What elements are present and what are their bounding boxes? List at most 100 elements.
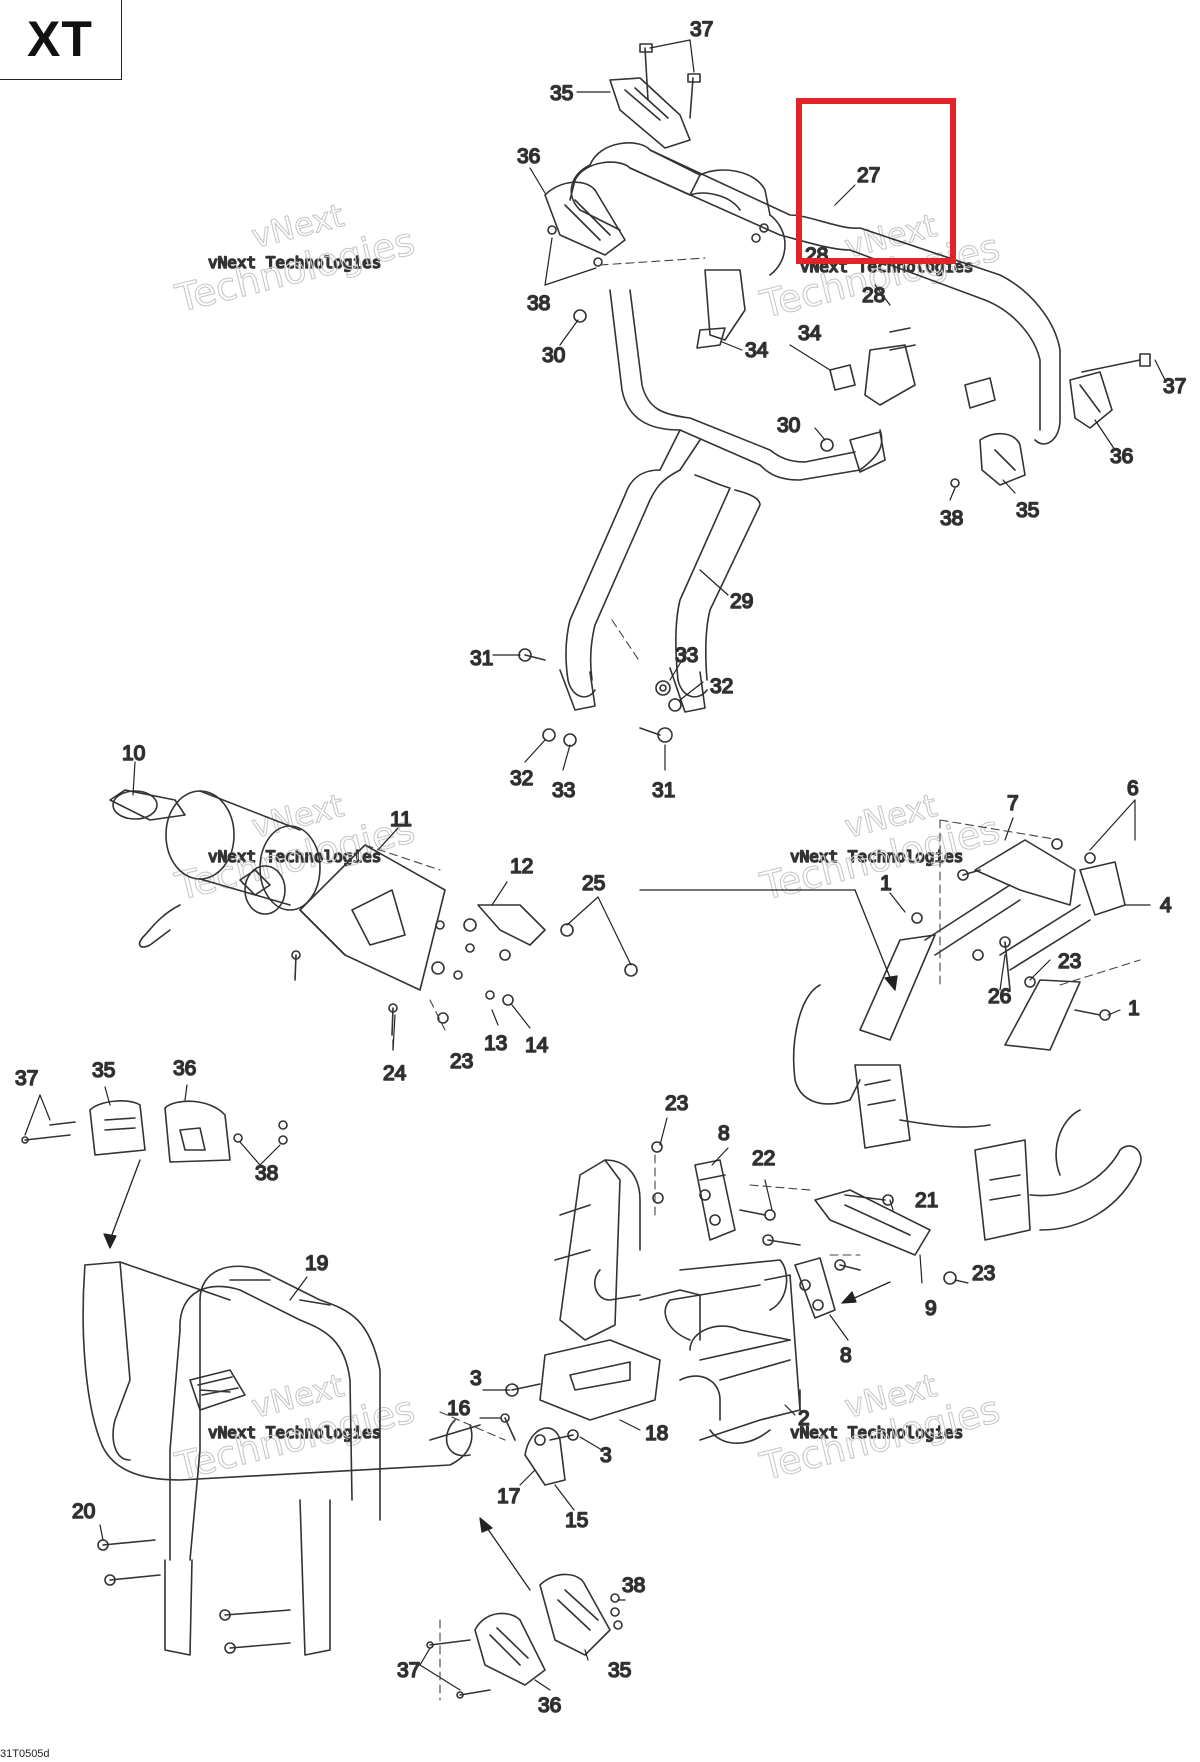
callout-7: 7 [1007, 792, 1019, 815]
svg-text:vNext Technologies: vNext Technologies [208, 253, 381, 272]
callout-38: 38 [527, 292, 550, 315]
grab-handle-35-bottom [539, 1573, 611, 1656]
callout-labels: 37 35 36 38 30 27 28 28 34 34 37 30 36 3… [14, 17, 1187, 1718]
assembly-arrows [103, 889, 898, 1591]
callout-20: 20 [72, 1500, 95, 1523]
grab-handle-35-left [89, 1100, 146, 1156]
fairlead-18 [539, 1339, 661, 1421]
callout-32: 32 [710, 675, 733, 698]
callout-34: 34 [798, 322, 822, 345]
callout-19: 19 [305, 1252, 328, 1275]
callout-30: 30 [777, 414, 800, 437]
callout-24: 24 [383, 1062, 407, 1085]
callout-30: 30 [542, 344, 565, 367]
callout-35: 35 [92, 1059, 115, 1082]
callout-35: 35 [608, 1659, 631, 1682]
callout-14: 14 [525, 1034, 549, 1057]
callout-11: 11 [390, 808, 412, 831]
callout-36: 36 [1110, 445, 1133, 468]
callout-3: 3 [600, 1444, 612, 1467]
callout-36: 36 [517, 145, 540, 168]
fasteners-guard [500, 1141, 957, 1441]
model-label-box: XT [0, 0, 122, 80]
grab-handle-36-left [164, 1100, 231, 1163]
callout-35: 35 [550, 82, 573, 105]
callout-2: 2 [798, 1407, 810, 1430]
callout-33: 33 [675, 644, 698, 667]
bumper-guard-body [554, 1159, 801, 1444]
mounting-bracket-34-left [696, 269, 746, 349]
callout-37: 37 [1163, 375, 1186, 398]
callout-34: 34 [745, 339, 769, 362]
callout-28: 28 [862, 284, 885, 307]
callout-33: 33 [552, 779, 575, 802]
watermark-5: vNext vNext Technologies Technologies [170, 1366, 420, 1490]
callout-18: 18 [645, 1422, 668, 1445]
grab-handle-36-right [1069, 371, 1113, 429]
callout-8: 8 [718, 1122, 730, 1145]
fasteners-top-assembly [518, 43, 1151, 747]
highlight-box-part-27 [796, 98, 956, 264]
lower-bumper-frame-29 [559, 289, 883, 713]
fasteners-winch [291, 918, 638, 1036]
callout-8: 8 [840, 1344, 852, 1367]
svg-text:vNext Technologies: vNext Technologies [208, 1423, 381, 1442]
callout-37: 37 [15, 1067, 38, 1090]
mounting-bracket-34-right [829, 344, 916, 406]
brackets-4-7 [924, 839, 1126, 971]
callout-1: 1 [1128, 997, 1140, 1020]
fasteners-left-guard [21, 1120, 288, 1145]
callout-10: 10 [122, 742, 145, 765]
callout-15: 15 [565, 1509, 588, 1532]
winch-mount-plate-11 [299, 844, 446, 991]
callout-36: 36 [538, 1694, 561, 1717]
winch-10 [109, 789, 321, 948]
callout-32: 32 [510, 767, 533, 790]
upper-bumper-bar-27 [569, 142, 1061, 445]
callout-23: 23 [972, 1262, 995, 1285]
callout-3: 3 [470, 1367, 482, 1390]
grab-handle-35-right [979, 432, 1026, 486]
watermark-6: vNext vNext Technologies Technologies [755, 1366, 1005, 1490]
winch-cable-bracket-8-9 [694, 1159, 931, 1319]
callout-31: 31 [652, 779, 675, 802]
svg-text:vNext Technologies: vNext Technologies [790, 847, 963, 866]
fairlead-bracket-12 [477, 904, 546, 946]
fasteners-bottom-guard [426, 1593, 623, 1699]
callout-37: 37 [690, 18, 713, 41]
callout-25: 25 [582, 872, 605, 895]
leader-lines [24, 39, 1166, 1691]
callout-31: 31 [470, 647, 493, 670]
assembly-dash-lines [364, 257, 1141, 1701]
callout-35: 35 [1016, 499, 1039, 522]
fasteners-bumper [97, 1539, 291, 1654]
callout-16: 16 [447, 1397, 470, 1420]
callout-9: 9 [925, 1297, 937, 1320]
svg-text:vNext Technologies: vNext Technologies [790, 1423, 963, 1442]
sheet-code: 31T0505d [0, 1748, 50, 1760]
foot-plate-on-bumper [189, 1369, 246, 1411]
callout-6: 6 [1127, 777, 1139, 800]
callout-1: 1 [880, 872, 892, 895]
callout-23: 23 [665, 1092, 688, 1115]
callout-36: 36 [173, 1057, 196, 1080]
mounting-plate-30-right [849, 377, 996, 473]
callout-21: 21 [915, 1189, 938, 1212]
callout-4: 4 [1160, 894, 1172, 917]
callout-23: 23 [1058, 950, 1081, 973]
grab-handle-36-top [544, 181, 626, 256]
callout-38: 38 [940, 507, 963, 530]
grab-handle-36-bottom [474, 1612, 546, 1686]
callout-38: 38 [622, 1574, 645, 1597]
watermark-3: vNext vNext Technologies Technologies [170, 786, 420, 910]
model-label: XT [27, 11, 93, 67]
tow-hook-15 [524, 1427, 566, 1486]
callout-26: 26 [988, 985, 1011, 1008]
callout-17: 17 [497, 1485, 520, 1508]
callout-23: 23 [450, 1050, 473, 1073]
front-frame-subassembly [792, 934, 1142, 1241]
callout-12: 12 [510, 855, 533, 878]
grab-handle-35-top [609, 77, 691, 149]
watermark-1: vNext vNext Technologies Technologies [170, 196, 420, 322]
